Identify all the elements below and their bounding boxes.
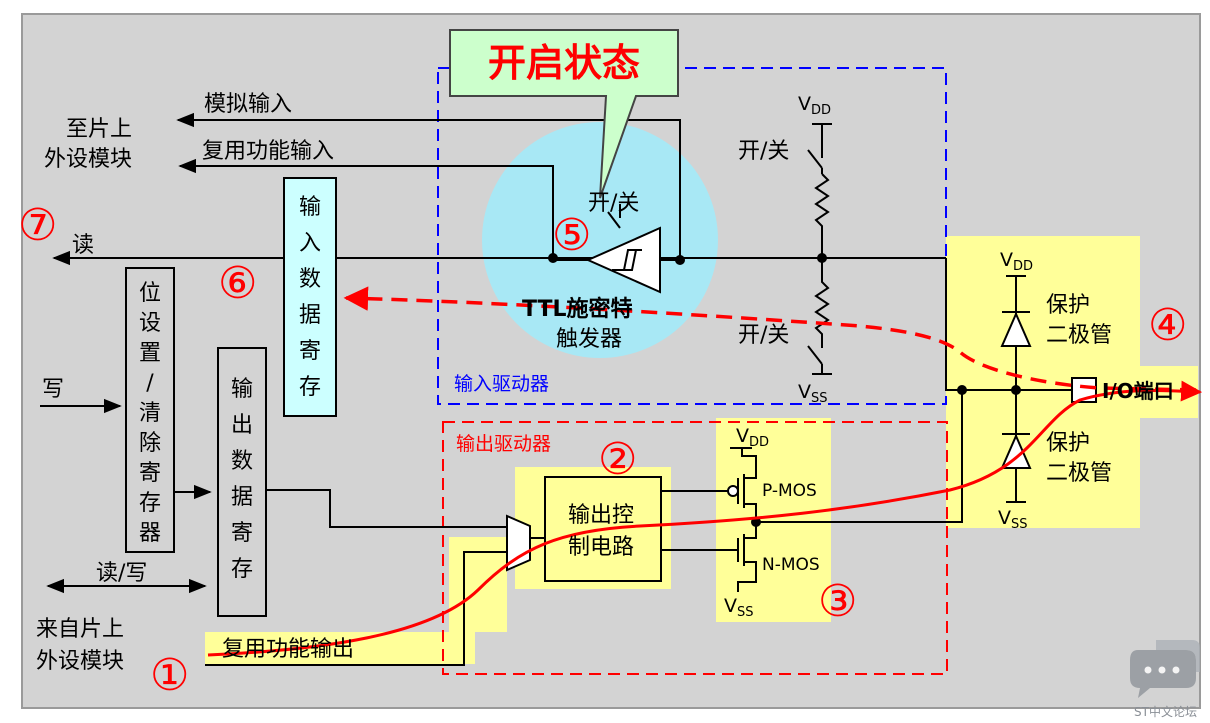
svg-text:数: 数 [231, 449, 253, 474]
diode-bottom-line2: 二极管 [1046, 461, 1112, 486]
diode-top-line1: 保护 [1046, 293, 1090, 318]
svg-text:VDD: VDD [798, 93, 831, 118]
switch-schmitt-label: 开/关 [588, 191, 639, 216]
svg-text:VDD: VDD [1000, 249, 1033, 274]
alt-output-label: 复用功能输出 [222, 637, 354, 662]
callout-text: 开启状态 [488, 41, 640, 85]
svg-text:设: 设 [139, 311, 161, 336]
svg-text:存: 存 [299, 375, 321, 400]
output-control-line2: 制电路 [568, 535, 634, 560]
marker-2: ② [598, 434, 637, 485]
switch-pulldown-label: 开/关 [738, 323, 789, 348]
vdd-diode: VDD [1000, 249, 1033, 274]
from-peripheral-line2: 外设模块 [36, 649, 124, 674]
svg-text:VSS: VSS [724, 595, 754, 620]
marker-3: ③ [818, 576, 857, 627]
output-register-text: 输 出 数 据 寄 存 [231, 377, 253, 582]
schmitt-trigger-icon [553, 204, 680, 294]
output-driver-label: 输出驱动器 [456, 433, 551, 455]
marker-4: ④ [1148, 300, 1187, 351]
svg-text:VDD: VDD [736, 425, 769, 450]
schmitt-label-line1: TTL施密特 [522, 296, 633, 322]
svg-text:/: / [146, 371, 154, 396]
bit-set-reset-register [125, 267, 175, 553]
write-label: 写 [42, 377, 64, 402]
switch-pullup-label: 开/关 [738, 139, 789, 164]
svg-text:据: 据 [231, 485, 253, 510]
read-write-label: 读/写 [96, 561, 147, 586]
output-control-line1: 输出控 [568, 503, 634, 528]
to-peripheral-line1: 至片上 [66, 117, 132, 142]
read-label: 读 [72, 233, 94, 258]
svg-text:据: 据 [299, 303, 321, 328]
vdd-pmos: VDD [736, 425, 769, 450]
svg-text:清: 清 [139, 401, 161, 426]
output-data-register [217, 347, 267, 617]
svg-text:除: 除 [139, 431, 161, 456]
input-data-register [283, 177, 337, 417]
schmitt-label-line2: 触发器 [556, 327, 622, 352]
svg-text:寄: 寄 [299, 339, 321, 364]
input-signal-path [343, 286, 1197, 392]
svg-text:入: 入 [299, 231, 321, 256]
svg-text:寄: 寄 [139, 461, 161, 486]
diode-top-line2: 二极管 [1046, 323, 1112, 348]
svg-text:器: 器 [139, 521, 161, 546]
marker-5: ⑤ [552, 210, 591, 261]
svg-text:存: 存 [139, 491, 161, 516]
svg-text:出: 出 [231, 413, 253, 438]
diode-top-icon [1000, 311, 1032, 347]
svg-text:数: 数 [299, 267, 321, 292]
output-mux [506, 514, 531, 572]
bit-register-text: 位 设 置 / 清 除 寄 存 器 [139, 281, 161, 546]
input-driver-label: 输入驱动器 [454, 373, 549, 395]
diode-bottom-line1: 保护 [1046, 431, 1090, 456]
input-driver-box [437, 67, 947, 405]
svg-text:输: 输 [231, 377, 253, 402]
to-peripheral-line2: 外设模块 [44, 147, 132, 172]
output-driver-box [442, 421, 948, 675]
io-port-label: I/O端口 [1102, 379, 1174, 403]
watermark-text: ST中文论坛 [1134, 704, 1197, 719]
analog-input-label: 模拟输入 [204, 92, 292, 117]
state-callout [449, 29, 679, 199]
pmos-label: P-MOS [762, 481, 817, 501]
svg-text:置: 置 [139, 341, 161, 366]
marker-7: ⑦ [18, 200, 57, 251]
schmitt-highlight [482, 122, 718, 358]
nmos-label: N-MOS [762, 555, 820, 575]
step-markers: ① ② ③ ④ ⑤ ⑥ ⑦ [18, 200, 1187, 701]
alt-input-label: 复用功能输入 [202, 139, 334, 164]
pmos-gate-bubble [727, 485, 739, 497]
marker-6: ⑥ [218, 258, 257, 309]
vss-pulldown: VSS [798, 381, 828, 406]
vdd-pullup: VDD [798, 93, 831, 118]
svg-text:VSS: VSS [798, 381, 828, 406]
svg-text:VSS: VSS [998, 507, 1028, 532]
from-peripheral-line1: 来自片上 [36, 617, 124, 642]
svg-text:存: 存 [231, 557, 253, 582]
svg-text:输: 输 [299, 195, 321, 220]
svg-text:寄: 寄 [231, 521, 253, 546]
forum-logo-icon [1130, 640, 1200, 698]
vss-nmos: VSS [724, 595, 754, 620]
marker-1: ① [150, 650, 189, 701]
output-signal-path [207, 380, 1203, 657]
input-register-text: 输 入 数 据 寄 存 [299, 195, 321, 400]
vss-diode: VSS [998, 507, 1028, 532]
svg-text:位: 位 [139, 281, 161, 306]
